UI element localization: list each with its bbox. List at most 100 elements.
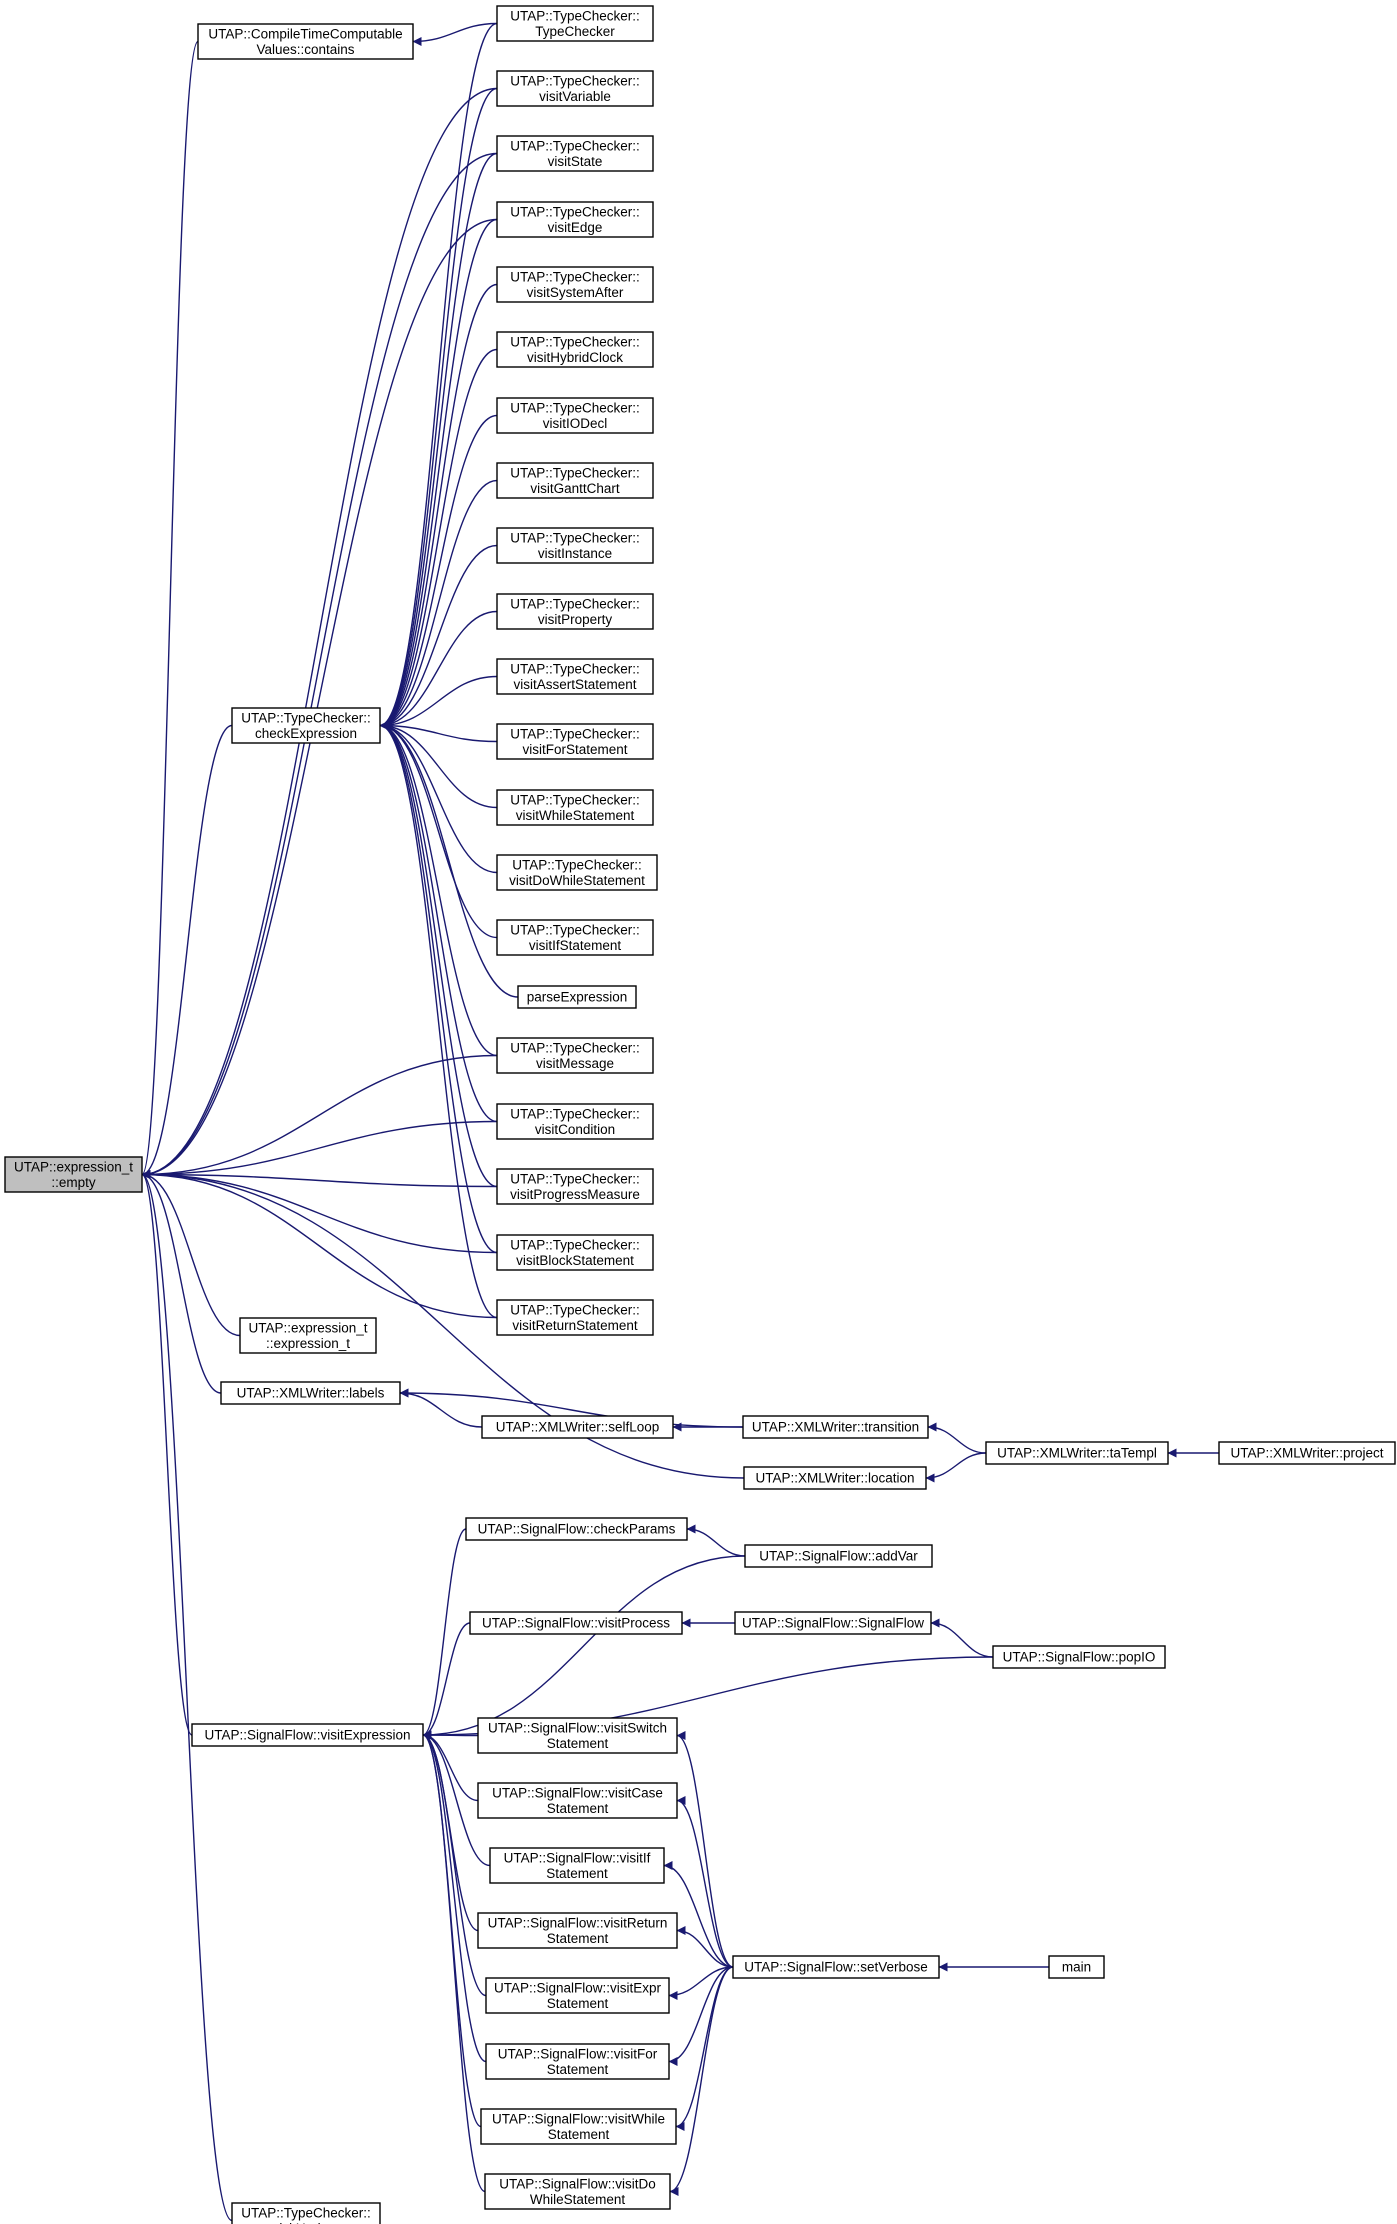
edge-line <box>141 1170 498 1188</box>
graph-node-n3[interactable]: UTAP::TypeChecker::TypeChecker <box>496 5 654 42</box>
nodes-layer: UTAP::expression_t::empty UTAP::CompileTi… <box>4 5 1396 2224</box>
edge-line <box>141 218 498 1179</box>
graph-node-n47[interactable]: UTAP::SignalFlow::setVerbose <box>732 1955 940 1979</box>
edge-line <box>669 1966 734 2196</box>
edge-n36-to-n35 <box>930 1618 994 1658</box>
node-label: UTAP::TypeChecker:: <box>510 726 640 741</box>
node-box <box>496 789 654 826</box>
edge-line <box>399 1388 744 1428</box>
graph-node-n7[interactable]: UTAP::TypeChecker::visitSystemAfter <box>496 266 654 303</box>
graph-node-n8[interactable]: UTAP::TypeChecker::visitHybridClock <box>496 331 654 368</box>
edge-line <box>925 1452 987 1483</box>
graph-node-n17[interactable]: UTAP::TypeChecker::visitIfStatement <box>496 919 654 956</box>
graph-node-n30[interactable]: UTAP::XMLWriter::project <box>1218 1441 1396 1465</box>
node-box <box>489 1847 665 1884</box>
graph-node-n9[interactable]: UTAP::TypeChecker::visitIODecl <box>496 397 654 434</box>
edge-n21-to-n24 <box>379 721 498 1188</box>
edge-n28-to-n26 <box>399 1388 744 1428</box>
graph-node-n27[interactable]: UTAP::XMLWriter::selfLoop <box>481 1415 674 1439</box>
graph-node-n35[interactable]: UTAP::SignalFlow::SignalFlow <box>734 1611 932 1635</box>
edge-n46-to-n1 <box>141 1170 233 2222</box>
edge-n22-to-n1 <box>141 1170 498 1254</box>
node-label: visitEdge <box>548 220 603 235</box>
edge-line <box>379 721 498 809</box>
graph-node-n19[interactable]: UTAP::TypeChecker::visitMessage <box>496 1037 654 1074</box>
node-label: visitVariable <box>539 89 611 104</box>
graph-node-n40[interactable]: UTAP::SignalFlow::visitIfStatement <box>489 1847 665 1884</box>
graph-node-n41[interactable]: UTAP::SignalFlow::visitReturnStatement <box>477 1912 678 1949</box>
node-box <box>734 1611 932 1635</box>
graph-node-n4[interactable]: UTAP::TypeChecker::visitVariable <box>496 70 654 107</box>
node-box <box>484 2173 671 2210</box>
edges-layer <box>141 22 1219 2222</box>
graph-node-n22[interactable]: UTAP::TypeChecker::visitBlockStatement <box>496 1234 654 1271</box>
node-label: Statement <box>548 2127 610 2142</box>
graph-node-n13[interactable]: UTAP::TypeChecker::visitAssertStatement <box>496 658 654 695</box>
graph-node-n45[interactable]: UTAP::SignalFlow::visitDoWhileStatement <box>484 2173 671 2210</box>
graph-node-n2[interactable]: UTAP::CompileTimeComputableValues::conta… <box>197 23 414 60</box>
graph-node-n11[interactable]: UTAP::TypeChecker::visitInstance <box>496 527 654 564</box>
edge-n45-to-n37 <box>422 1730 486 2193</box>
graph-node-n28[interactable]: UTAP::XMLWriter::transition <box>742 1415 929 1439</box>
node-box <box>496 397 654 434</box>
graph-node-n6[interactable]: UTAP::TypeChecker::visitEdge <box>496 201 654 238</box>
node-label: UTAP::TypeChecker:: <box>510 792 640 807</box>
edge-n31-to-n1 <box>141 1170 745 1479</box>
edge-line <box>663 1861 734 1968</box>
edge-line <box>379 721 498 1188</box>
graph-node-n36[interactable]: UTAP::SignalFlow::popIO <box>992 1645 1166 1669</box>
edge-line <box>676 1926 734 1968</box>
graph-node-n33[interactable]: UTAP::SignalFlow::addVar <box>744 1544 933 1568</box>
graph-node-n44[interactable]: UTAP::SignalFlow::visitWhileStatement <box>480 2108 677 2145</box>
edge-n13-to-n24 <box>379 675 498 730</box>
node-box <box>197 23 414 60</box>
edge-line <box>141 724 233 1179</box>
node-box <box>744 1544 933 1568</box>
node-label: main <box>1062 1960 1091 1975</box>
graph-node-n5[interactable]: UTAP::TypeChecker::visitState <box>496 135 654 172</box>
graph-node-n23[interactable]: UTAP::TypeChecker::visitReturnStatement <box>496 1299 654 1336</box>
graph-node-n12[interactable]: UTAP::TypeChecker::visitProperty <box>496 593 654 630</box>
graph-node-n37[interactable]: UTAP::SignalFlow::visitExpression <box>191 1723 424 1747</box>
edge-line <box>141 1054 498 1179</box>
graph-node-n20[interactable]: UTAP::TypeChecker::visitCondition <box>496 1103 654 1140</box>
graph-node-n14[interactable]: UTAP::TypeChecker::visitForStatement <box>496 723 654 760</box>
edge-line <box>379 544 498 730</box>
graph-node-n21[interactable]: UTAP::TypeChecker::visitProgressMeasure <box>496 1168 654 1205</box>
graph-node-n34[interactable]: UTAP::SignalFlow::visitProcess <box>469 1611 683 1635</box>
node-label: visitIfStatement <box>529 938 622 953</box>
edge-line <box>422 1730 491 1867</box>
graph-node-n16[interactable]: UTAP::TypeChecker::visitDoWhileStatement <box>496 854 658 891</box>
edge-line <box>141 1120 498 1179</box>
node-label: UTAP::TypeChecker:: <box>510 596 640 611</box>
node-label: UTAP::XMLWriter::project <box>1230 1446 1383 1461</box>
graph-node-n31[interactable]: UTAP::XMLWriter::location <box>743 1466 927 1490</box>
edge-n4-to-n24 <box>379 87 498 730</box>
node-label: visitDoWhileStatement <box>509 873 645 888</box>
graph-node-n32[interactable]: UTAP::SignalFlow::checkParams <box>465 1517 688 1541</box>
graph-node-n26[interactable]: UTAP::XMLWriter::labels <box>220 1381 401 1405</box>
graph-node-n15[interactable]: UTAP::TypeChecker::visitWhileStatement <box>496 789 654 826</box>
edge-line <box>676 1796 734 1968</box>
node-label: visitState <box>548 154 603 169</box>
graph-node-n48[interactable]: main <box>1048 1955 1105 1979</box>
edge-line <box>379 721 519 998</box>
edge-line <box>422 1528 467 1740</box>
graph-node-n24[interactable]: UTAP::TypeChecker::checkExpression <box>231 707 381 744</box>
edge-n21-to-n1 <box>141 1170 498 1188</box>
graph-node-n18[interactable]: parseExpression <box>517 985 637 1009</box>
graph-node-n43[interactable]: UTAP::SignalFlow::visitForStatement <box>485 2043 670 2080</box>
graph-node-n46[interactable]: UTAP::TypeChecker::visitUpdate <box>231 2202 381 2224</box>
node-box <box>496 658 654 695</box>
edge-n42-to-n37 <box>422 1730 487 1997</box>
edge-n18-to-n24 <box>379 721 519 998</box>
graph-node-n29[interactable]: UTAP::XMLWriter::taTempl <box>985 1441 1169 1465</box>
edge-n47-to-n44 <box>675 1966 734 2131</box>
graph-node-n10[interactable]: UTAP::TypeChecker::visitGanttChart <box>496 462 654 499</box>
graph-node-n25[interactable]: UTAP::expression_t::expression_t <box>239 1317 377 1354</box>
node-label: UTAP::TypeChecker:: <box>510 8 640 23</box>
graph-node-n1[interactable]: UTAP::expression_t::empty <box>4 1156 143 1193</box>
